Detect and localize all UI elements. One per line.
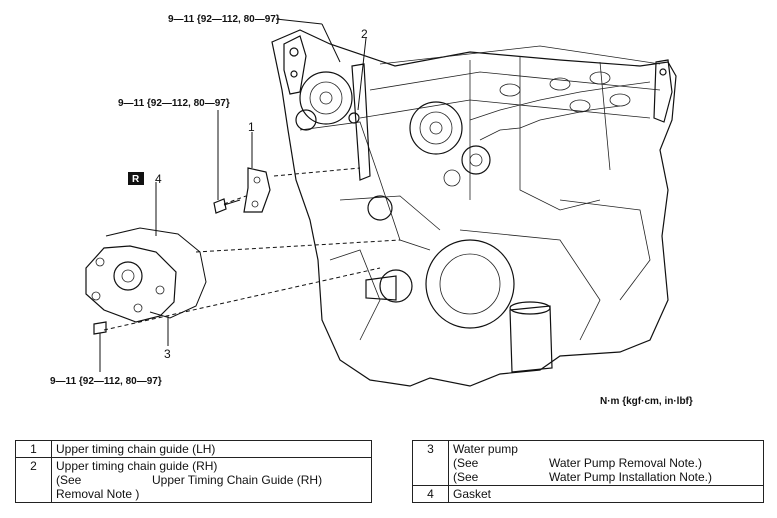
- note-text: Water Pump Installation Note.): [549, 470, 712, 484]
- part-description: Gasket: [448, 485, 764, 503]
- part-title: Upper timing chain guide (LH): [56, 442, 216, 456]
- part-title: Gasket: [453, 487, 492, 501]
- part-note: (See Water Pump Removal Note.): [453, 456, 759, 470]
- callout-1: 1: [248, 120, 255, 134]
- callout-4: 4: [155, 172, 162, 186]
- r-badge: R: [132, 174, 140, 185]
- part-note: (See Upper Timing Chain Guide (RH): [56, 473, 367, 487]
- part-note: (See Water Pump Installation Note.): [453, 470, 759, 484]
- bolt-guide: [213, 198, 241, 214]
- part-note: Removal Note ): [56, 487, 367, 501]
- water-pump: [85, 245, 177, 323]
- part-number: 3: [412, 440, 449, 486]
- chain-guide-lh: [243, 167, 271, 213]
- part-title: Water pump: [453, 442, 518, 456]
- chain-guide-rh: [351, 63, 371, 181]
- table-row: 4 Gasket: [412, 485, 764, 503]
- engine-block: [103, 29, 677, 387]
- part-description: Upper timing chain guide (LH): [51, 440, 372, 458]
- units-label: N·m {kgf·cm, in·lbf}: [600, 396, 693, 407]
- r-badge-box: [128, 172, 144, 185]
- note-prefix: (See: [453, 456, 479, 470]
- torque-label-bottom: 9—11 {92—112, 80—97}: [50, 376, 162, 387]
- note-prefix: (See: [453, 470, 479, 484]
- torque-label-top: 9—11 {92—112, 80—97}: [168, 14, 280, 25]
- note-prefix: Removal Note ): [56, 487, 140, 501]
- part-number: 4: [412, 485, 449, 503]
- gasket: [105, 227, 207, 319]
- part-description: Upper timing chain guide (RH)(See Upper T…: [51, 457, 372, 503]
- note-prefix: (See: [56, 473, 82, 487]
- callout-3: 3: [164, 347, 171, 361]
- bolt-water-pump: [93, 321, 107, 346]
- exploded-view-diagram: 9—11 {92—112, 80—97} 9—11 {92—112, 80—97…: [50, 14, 693, 407]
- table-row: 1 Upper timing chain guide (LH): [15, 440, 372, 458]
- part-title: Upper timing chain guide (RH): [56, 459, 218, 473]
- callout-2: 2: [361, 27, 368, 41]
- part-number: 1: [15, 440, 52, 458]
- note-text: Upper Timing Chain Guide (RH): [152, 473, 323, 487]
- torque-label-mid: 9—11 {92—112, 80—97}: [118, 98, 230, 109]
- part-number: 2: [15, 457, 52, 503]
- note-text: Water Pump Removal Note.): [549, 456, 702, 470]
- bolt-chain-guide-rh: [348, 112, 360, 124]
